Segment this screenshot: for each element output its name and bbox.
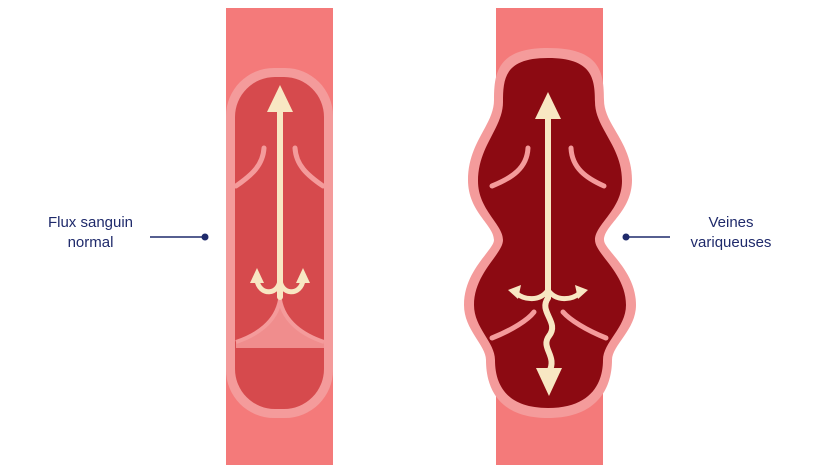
- normal-vein: [226, 8, 333, 465]
- varicose-connector-dot: [623, 234, 630, 241]
- varicose-label: Veines variqueuses: [672, 213, 790, 253]
- varicose-label-line-2: variqueuses: [672, 233, 790, 253]
- normal-flow-label: Flux sanguin normal: [18, 213, 163, 253]
- varicose-vein: [464, 8, 636, 465]
- normal-flow-label-line-1: Flux sanguin: [18, 213, 163, 233]
- normal-connector-dot: [202, 234, 209, 241]
- normal-flow-label-line-2: normal: [18, 233, 163, 253]
- varicose-label-line-1: Veines: [672, 213, 790, 233]
